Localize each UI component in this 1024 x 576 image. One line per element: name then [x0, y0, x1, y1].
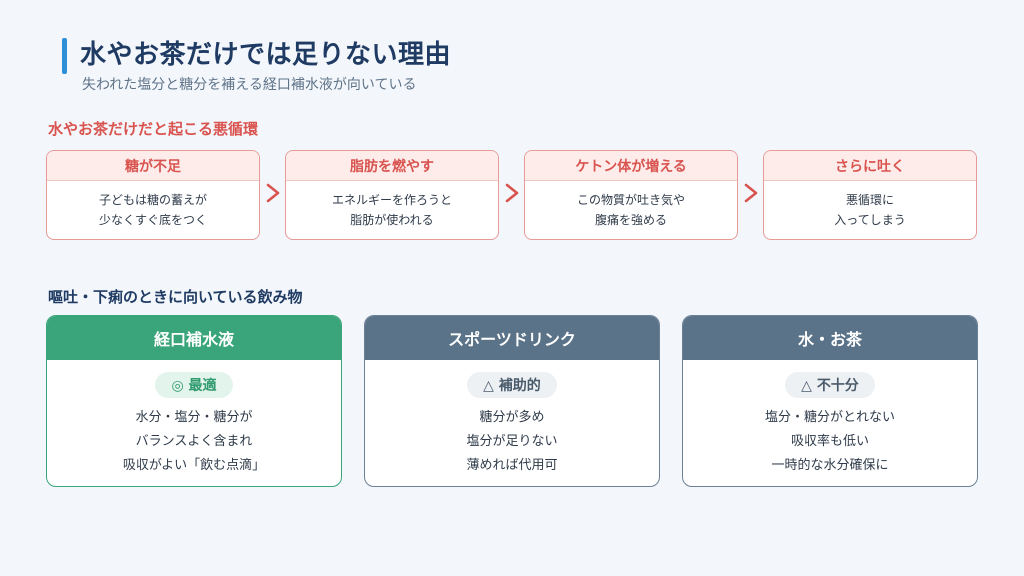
page-subtitle: 失われた塩分と糖分を補える経口補水液が向いている — [82, 77, 417, 93]
description-line: 一時的な水分確保に — [771, 458, 889, 473]
drinks-section-label: 嘔吐・下痢のときに向いている飲み物 — [48, 288, 303, 306]
description-line: 塩分が足りない — [466, 434, 558, 449]
description-line: 塩分・糖分がとれない — [764, 410, 895, 425]
cycle-step-title: 糖が不足 — [47, 151, 259, 181]
cycle-step-title: ケトン体が増える — [525, 151, 737, 181]
chevron-right-icon — [741, 181, 761, 205]
rating-badge: ◎ 最適 — [155, 372, 233, 398]
rating-badge: △ 不十分 — [785, 372, 875, 398]
description-line: 吸収率も低い — [790, 434, 869, 449]
cycle-step-title: 脂肪を燃やす — [286, 151, 498, 181]
title-accent-bar — [62, 38, 67, 74]
cycle-step-title: さらに吐く — [764, 151, 976, 181]
drink-card-water-tea: 水・お茶 △ 不十分 塩分・糖分がとれない 吸収率も低い 一時的な水分確保に — [682, 315, 978, 487]
cycle-step-2: 脂肪を燃やす エネルギーを作ろうと 脂肪が使われる — [285, 150, 499, 240]
cycle-step-text: 子どもは糖の蓄えが 少なくすぐ底をつく — [98, 193, 207, 227]
cycle-step-3: ケトン体が増える この物質が吐き気や 腹痛を強める — [524, 150, 738, 240]
drink-card-title: 経口補水液 — [47, 316, 341, 360]
chevron-right-icon — [502, 181, 522, 205]
drink-card-description: 糖分が多め 塩分が足りない 薄めれば代用可 — [365, 406, 659, 478]
description-line: 吸収がよい「飲む点滴」 — [122, 458, 266, 473]
cycle-section-label: 水やお茶だけだと起こる悪循環 — [48, 120, 259, 138]
cycle-step-text: 悪循環に 入ってしまう — [834, 193, 906, 227]
cycle-step-text: この物質が吐き気や 腹痛を強める — [576, 193, 685, 227]
drink-card-description: 塩分・糖分がとれない 吸収率も低い 一時的な水分確保に — [683, 406, 977, 478]
description-line: バランスよく含まれ — [135, 434, 253, 449]
drink-card-title: スポーツドリンク — [365, 316, 659, 360]
cycle-step-4: さらに吐く 悪循環に 入ってしまう — [763, 150, 977, 240]
cycle-step-text: エネルギーを作ろうと 脂肪が使われる — [331, 193, 452, 227]
page-title: 水やお茶だけでは足りない理由 — [80, 40, 452, 70]
description-line: 糖分が多め — [479, 410, 545, 425]
chevron-right-icon — [263, 181, 283, 205]
drink-card-sports-drink: スポーツドリンク △ 補助的 糖分が多め 塩分が足りない 薄めれば代用可 — [364, 315, 660, 487]
drink-card-description: 水分・塩分・糖分が バランスよく含まれ 吸収がよい「飲む点滴」 — [47, 406, 341, 478]
drink-card-title: 水・お茶 — [683, 316, 977, 360]
description-line: 薄めれば代用可 — [466, 458, 558, 473]
description-line: 水分・塩分・糖分が — [135, 410, 253, 425]
cycle-step-1: 糖が不足 子どもは糖の蓄えが 少なくすぐ底をつく — [46, 150, 260, 240]
drink-card-ors: 経口補水液 ◎ 最適 水分・塩分・糖分が バランスよく含まれ 吸収がよい「飲む点… — [46, 315, 342, 487]
rating-badge: △ 補助的 — [467, 372, 557, 398]
